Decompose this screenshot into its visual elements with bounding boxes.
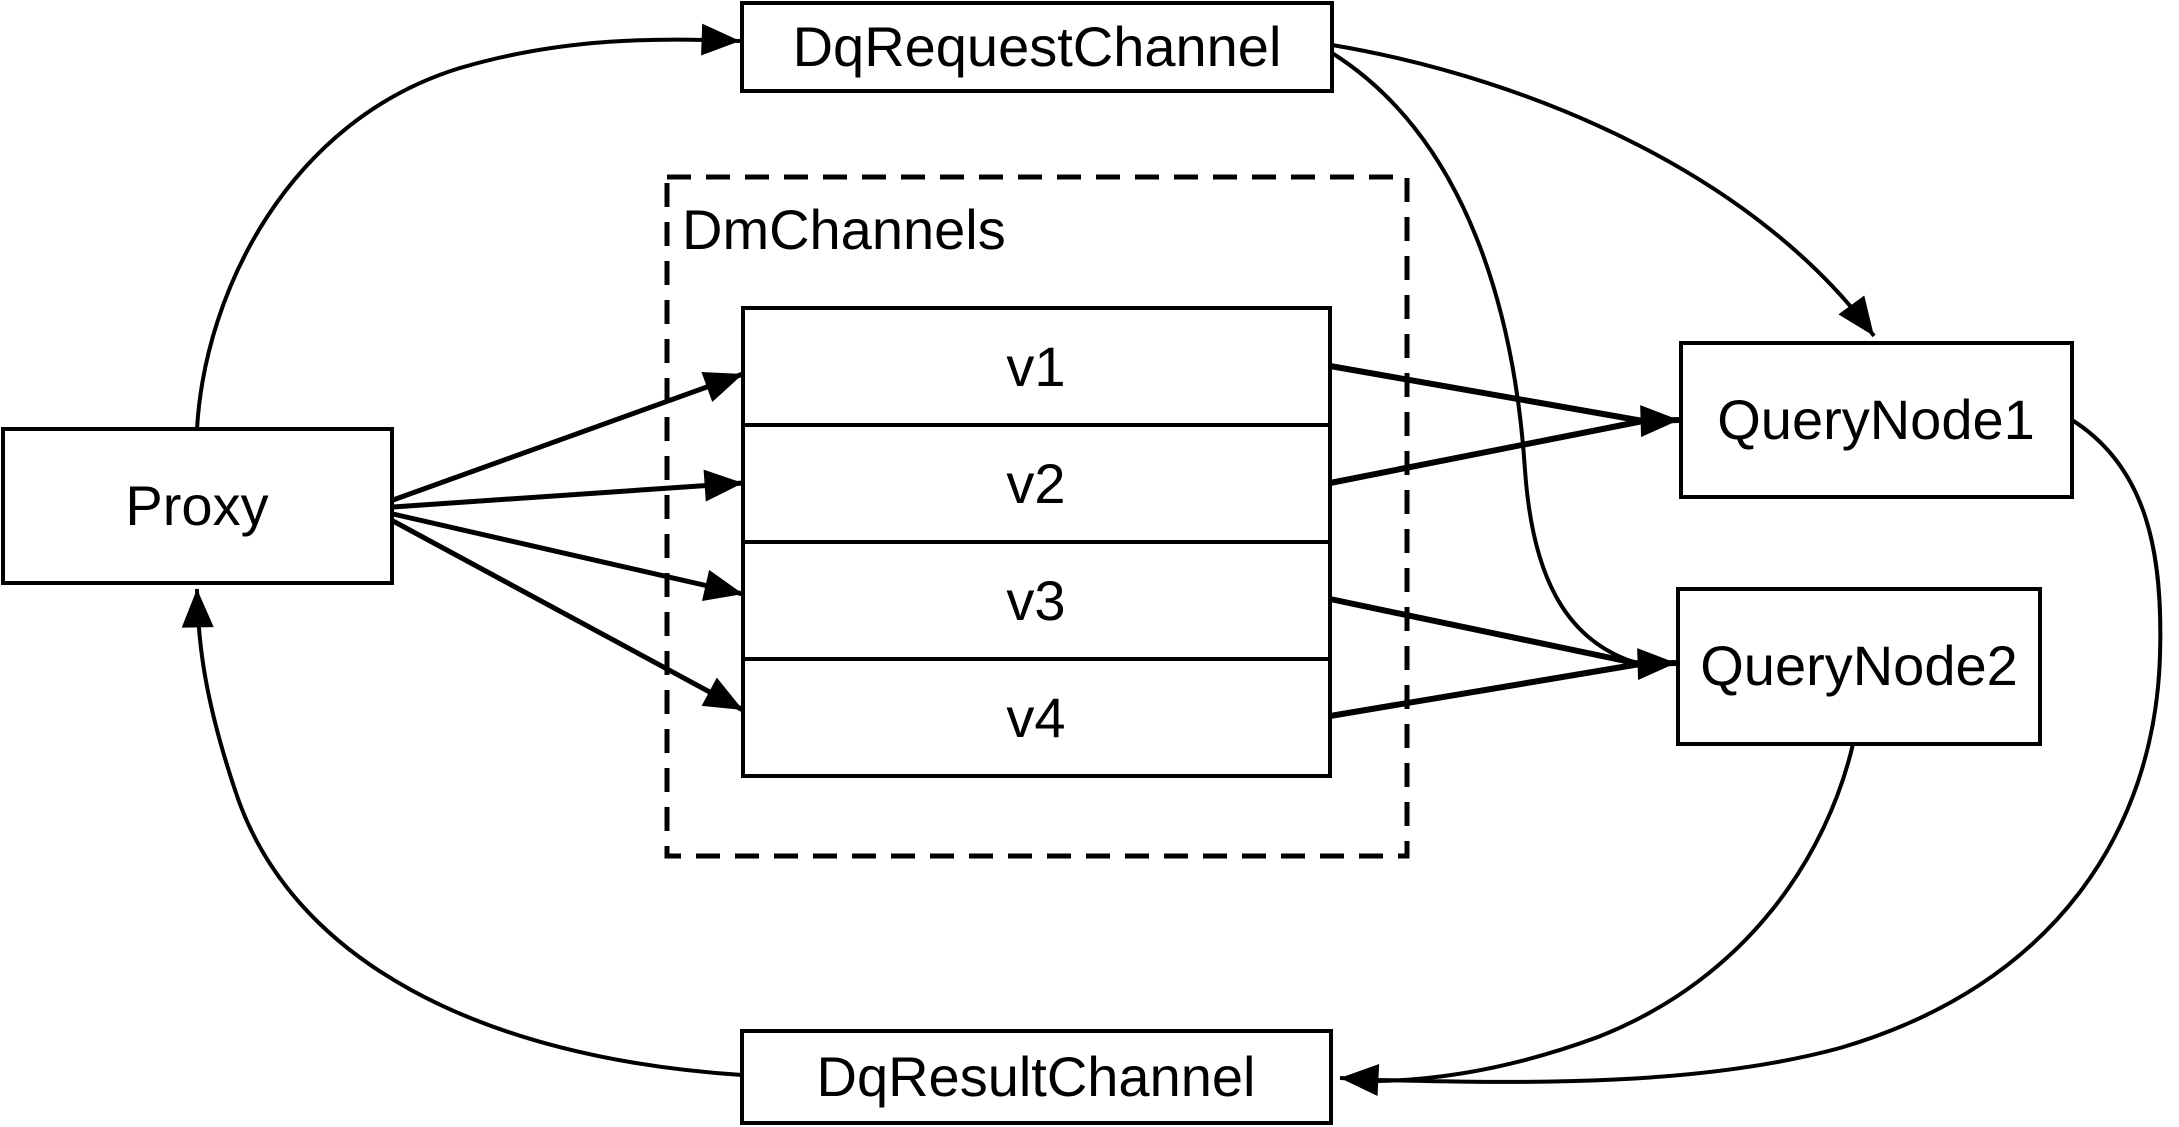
edge-v1-to-querynode1 (1329, 363, 1644, 424)
channel-v2-label: v2 (1006, 452, 1065, 515)
edge-dqrequestchannel-to-querynode1 (1331, 43, 1876, 338)
node-query-node-1 (1679, 341, 2074, 499)
arrowhead-into-querynode1 (1640, 405, 1680, 438)
edge-proxy-to-v2 (392, 469, 744, 510)
edge-proxy-to-v4 (391, 518, 745, 713)
node-dq-request-channel (740, 1, 1334, 93)
edge-dqrequestchannel-to-querynode2 (1330, 51, 1641, 666)
query-node-2-label: QueryNode2 (1700, 634, 2018, 697)
edge-v4-to-querynode2 (1329, 661, 1641, 719)
arrowhead-into-querynode2 (1637, 648, 1677, 681)
channel-v1-label: v1 (1006, 335, 1065, 398)
dq-request-channel-label: DqRequestChannel (793, 15, 1282, 78)
node-proxy (1, 427, 394, 585)
edge-querynode2-to-dqresultchannel (1377, 743, 1855, 1083)
edge-proxy-to-v3 (392, 511, 744, 602)
dm-channels-container (664, 174, 1410, 859)
channel-v3-label: v3 (1006, 569, 1065, 632)
proxy-label: Proxy (125, 474, 268, 537)
edge-dqresultchannel-to-proxy (181, 588, 743, 1077)
dm-channels-label: DmChannels (682, 198, 1006, 261)
node-dq-result-channel (740, 1029, 1333, 1125)
edge-v3-to-querynode2 (1329, 596, 1641, 667)
edge-v2-to-querynode1 (1329, 418, 1644, 486)
edge-proxy-to-v1 (392, 371, 744, 503)
arrowhead-into-dqresultchannel (1339, 1064, 1380, 1096)
edge-proxy-to-dqrequestchannel (195, 23, 741, 430)
node-query-node-2 (1676, 587, 2042, 746)
query-node-1-label: QueryNode1 (1717, 388, 2035, 451)
edge-querynode1-to-dqresultchannel (1377, 418, 2163, 1084)
dq-result-channel-label: DqResultChannel (817, 1045, 1256, 1108)
channel-v4-label: v4 (1006, 686, 1065, 749)
